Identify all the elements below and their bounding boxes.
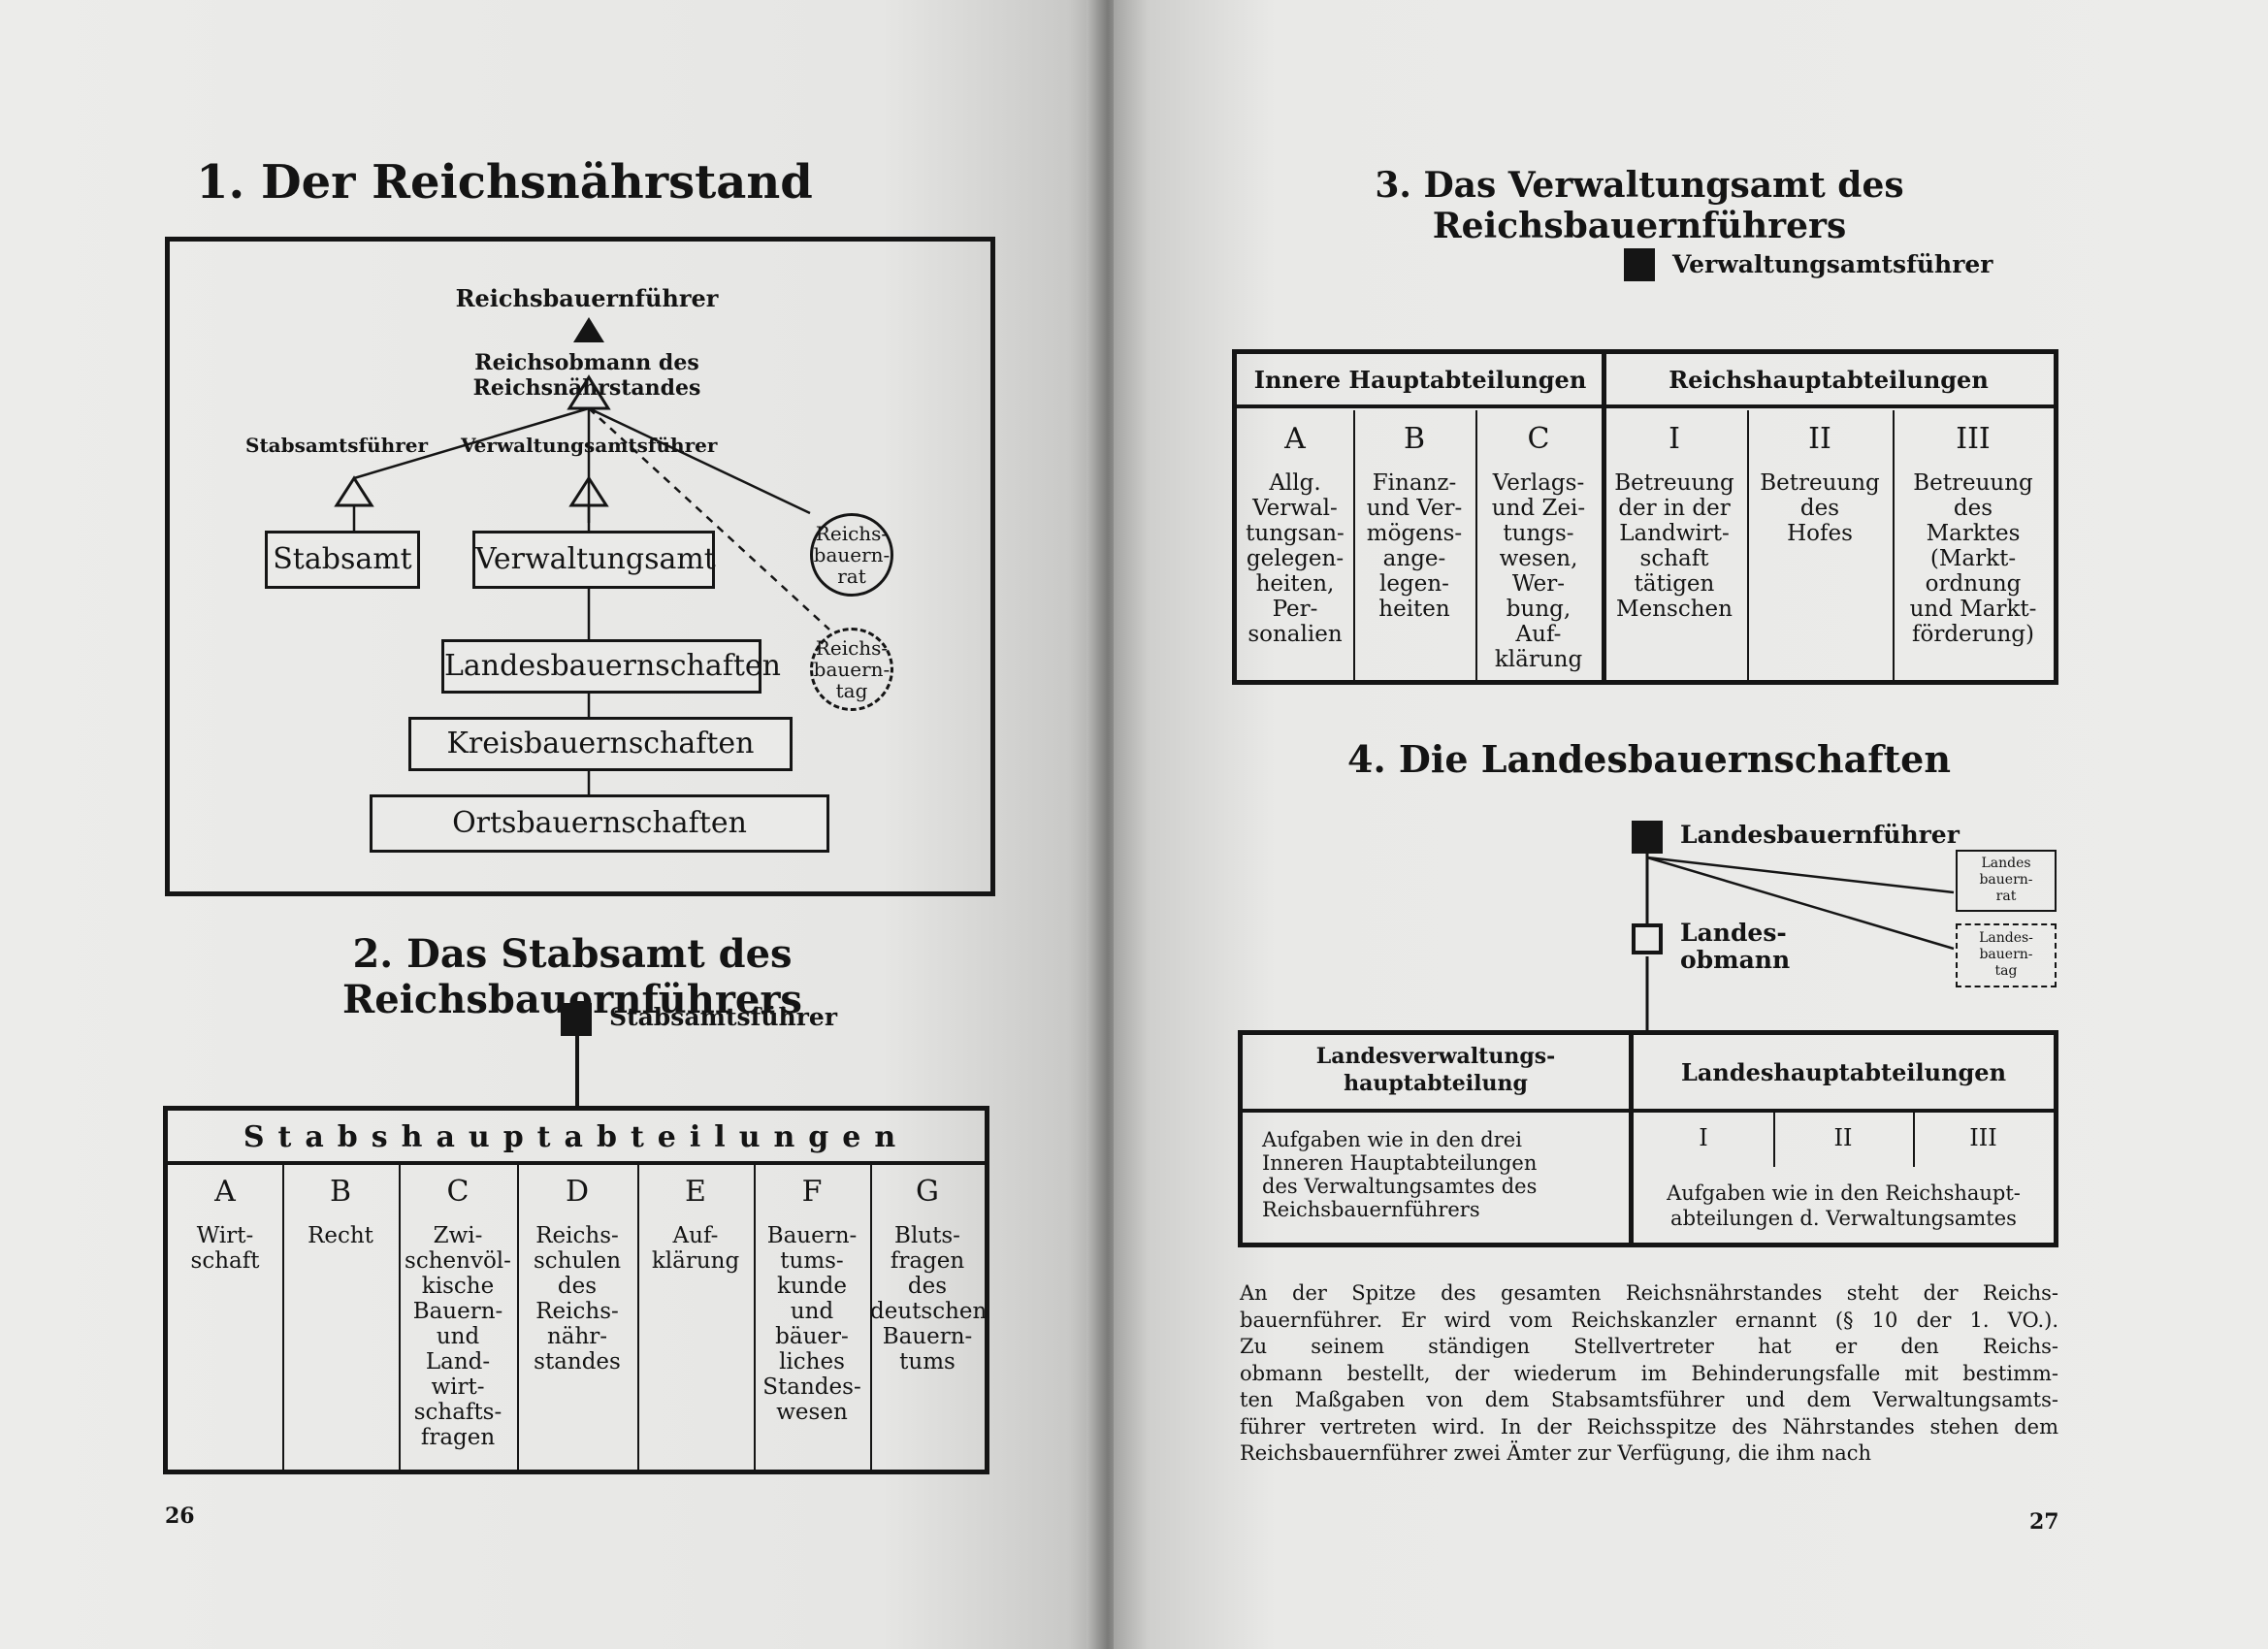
reichsbauernrat-circle: Reichs- bauern- rat [810, 513, 893, 597]
landeshauptabteilung-1: I [1699, 1124, 1708, 1151]
verw-cols-text-2: Verlags- und Zei- tungs- wesen, Wer- bun… [1491, 470, 1586, 672]
verw-cols-text-0: Allg. Verwal- tungsan- gelegen- heiten, … [1246, 470, 1345, 647]
section1-title: 1. Der Reichsnährstand [196, 155, 813, 210]
leader-triangle-icon [573, 317, 604, 342]
paragraph-line: führer vertreten wird. In der Reichsspit… [1240, 1414, 2058, 1439]
verw-cols-letter-3: I [1669, 422, 1680, 456]
paragraph-line: Zu seinem ständigen Stellvertreter hat e… [1240, 1335, 2058, 1358]
innere-hauptabteilungen-header: Innere Hauptabteilungen [1253, 366, 1587, 394]
stabsamtsfuehrer-square-icon [561, 1003, 592, 1036]
stab-cols-letter-3: D [565, 1175, 590, 1209]
paragraph-line: An der Spitze des gesamten Reichsnährsta… [1240, 1281, 2058, 1305]
landesbauernfuehrer-square-icon [1632, 821, 1663, 854]
verw-cols-text-1: Finanz- und Ver- mögens- ange- legen- he… [1366, 470, 1463, 622]
body-paragraph: An der Spitze des gesamten Reichsnährsta… [1240, 1280, 2058, 1468]
landesverwaltungs-header: Landesverwaltungs- hauptabteilung [1315, 1044, 1556, 1096]
paragraph-line: ten Maßgaben von dem Stabsamtsführer und… [1240, 1388, 2058, 1411]
section3-title: 3. Das Verwaltungsamt des Reichsbauernfü… [1375, 165, 1904, 246]
landesobmann-caption: Landes- obmann [1680, 919, 1791, 974]
verwaltungsamt-box: Verwaltungsamt [472, 531, 716, 589]
page-number-27: 27 [2029, 1509, 2059, 1535]
verw-cols-letter-0: A [1284, 422, 1306, 456]
landes-diagram-lines [1645, 854, 1955, 1032]
landesbauernschaft-table: Landesverwaltungs- hauptabteilung Landes… [1238, 1030, 2058, 1247]
landesbauernrat-box: Landes bauern- rat [1956, 850, 2057, 912]
kreisbauernschaften-box: Kreisbauernschaften [408, 717, 793, 771]
stabshauptabteilungen-title: Stabshauptabteilungen [243, 1120, 910, 1154]
stab-cols-text-0: Wirt- schaft [190, 1223, 260, 1274]
verwaltungsamtsfuehrer-caption: Verwaltungsamtsführer [1672, 250, 1993, 278]
verwaltungsamtsfuehrer-square-icon [1624, 248, 1655, 281]
reichsnaehrstand-diagram: Reichsbauernführer Reichsobmann des Reic… [165, 237, 995, 896]
landesverwaltung-text: Aufgaben wie in den drei Inneren Hauptab… [1262, 1128, 1538, 1221]
landeshauptabteilung-3: III [1969, 1124, 1997, 1151]
section4-title: 4. Die Landesbauernschaften [1347, 737, 1951, 781]
stabsamtsfuehrer-label: Stabsamtsführer [245, 434, 428, 457]
stab-cols-text-4: Auf- klärung [651, 1223, 740, 1274]
stab-cols-text-1: Recht [308, 1223, 373, 1248]
paragraph-line: Reichsbauernführer zwei Ämter zur Verfüg… [1240, 1441, 1872, 1465]
stab-cols-letter-4: E [685, 1175, 706, 1209]
verw-cols-letter-4: II [1808, 422, 1831, 456]
stab-cols-letter-5: F [801, 1175, 823, 1209]
landesbauernschaften-box: Landesbauernschaften [441, 639, 781, 694]
stabsamtsfuehrer-caption: Stabsamtsführer [609, 1003, 837, 1031]
landeshauptabteilungen-text: Aufgaben wie in den Reichshaupt- abteilu… [1667, 1181, 2021, 1230]
reichsbauerntag-circle: Reichs- bauern- tag [810, 628, 893, 711]
landesbauerntag-box: Landes- bauern- tag [1956, 923, 2057, 987]
stabsamt-triangle-icon [334, 475, 374, 507]
stabshauptabteilungen-table: Stabshauptabteilungen A Wirt- schaft B Rech… [163, 1106, 989, 1474]
stab-cols-letter-6: G [916, 1175, 939, 1209]
verw-cols-text-5: Betreuung des Marktes (Markt- ordnung un… [1909, 470, 2037, 647]
reichsobmann-label: Reichsobmann des Reichsnährstandes [472, 350, 701, 401]
verw-cols-text-4: Betreuung des Hofes [1760, 470, 1880, 546]
stabsamt-box: Stabsamt [265, 531, 420, 589]
stab-cols-text-5: Bauern- tums- kunde und bäuer- liches St… [762, 1223, 861, 1425]
stab-cols-text-3: Reichs- schulen des Reichs- nähr- stande… [533, 1223, 622, 1374]
stab-cols-text-2: Zwi- schenvöl- kische Bauern- und Land- … [405, 1223, 511, 1450]
landesobmann-square-icon [1632, 923, 1663, 954]
stab-cols-text-6: Bluts- fragen des deutschen Bauern- tums [870, 1223, 988, 1374]
reichshauptabteilungen-header: Reichshauptabteilungen [1669, 366, 1989, 394]
paragraph-line: obmann bestellt, der wiederum im Behinde… [1240, 1361, 2058, 1385]
right-page [1114, 0, 2268, 1649]
stab-connector-line [575, 1036, 579, 1106]
stab-cols-letter-0: A [214, 1175, 236, 1209]
verw-cols-letter-5: III [1956, 422, 1991, 456]
section2-title: 2. Das Stabsamt des Reichsbauernführers [342, 931, 802, 1022]
verwaltungsamt-table: Innere Hauptabteilungen Reichshauptabtei… [1232, 349, 2058, 685]
verw-cols-letter-1: B [1403, 422, 1426, 456]
landeshauptabteilungen-header: Landeshauptabteilungen [1680, 1058, 2007, 1086]
diagram-lines [334, 317, 830, 794]
verw-cols-letter-2: C [1527, 422, 1550, 456]
verw-cols-text-3: Betreuung der in der Landwirt- schaft tä… [1614, 470, 1734, 622]
verwaltungsamtsfuehrer-label: Verwaltungsamtsführer [461, 434, 718, 457]
stab-cols-letter-1: B [329, 1175, 352, 1209]
landesbauernfuehrer-caption: Landesbauernführer [1680, 821, 1960, 849]
page-number-26: 26 [165, 1504, 195, 1529]
paragraph-line: bauernführer. Er wird vom Reichskanzler … [1240, 1308, 2058, 1332]
ortsbauernschaften-box: Ortsbauernschaften [370, 794, 829, 853]
landeshauptabteilung-2: II [1833, 1124, 1853, 1151]
reichsbauernfuehrer-label: Reichsbauernführer [455, 284, 719, 312]
stab-cols-letter-2: C [446, 1175, 470, 1209]
